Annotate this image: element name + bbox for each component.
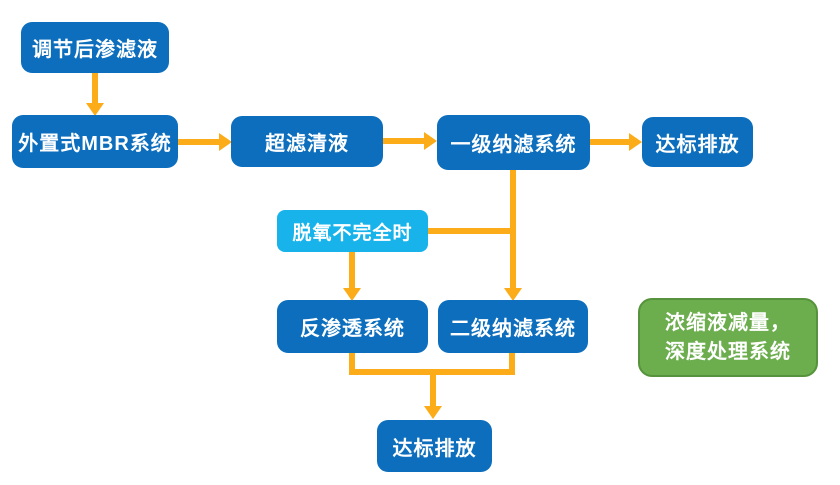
node-external-mbr-system: 外置式MBR系统	[12, 115, 178, 168]
node-label: 二级纳滤系统	[450, 318, 576, 340]
node-deoxygenation-incomplete-note: 脱氧不完全时	[277, 210, 428, 252]
node-label: 脱氧不完全时	[292, 222, 413, 244]
node-label-multiline: 浓缩液减量， 深度处理系统	[665, 309, 791, 367]
edge-merge-u	[349, 353, 515, 375]
node-label-line1: 浓缩液减量，	[665, 311, 791, 334]
node-nf-stage2-system: 二级纳滤系统	[438, 300, 588, 353]
arrowhead-right-icon	[219, 133, 232, 151]
node-discharge-bottom: 达标排放	[377, 420, 492, 472]
node-label: 达标排放	[392, 437, 477, 460]
node-label: 外置式MBR系统	[18, 133, 172, 155]
node-nf-stage1-system: 一级纳滤系统	[437, 115, 590, 170]
arrowhead-down-icon	[86, 103, 104, 116]
arrowhead-right-icon	[424, 132, 437, 150]
arrowhead-down-icon	[343, 288, 361, 301]
node-label: 一级纳滤系统	[450, 134, 577, 156]
arrowhead-down-icon	[504, 288, 522, 301]
node-concentrate-reduction-system: 浓缩液减量， 深度处理系统	[638, 298, 818, 377]
node-label: 达标排放	[655, 133, 740, 156]
node-label-line2: 深度处理系统	[665, 340, 791, 363]
node-adjusted-leachate: 调节后渗滤液	[21, 22, 169, 73]
arrowhead-down-icon	[424, 406, 442, 419]
node-discharge-top: 达标排放	[642, 117, 753, 167]
node-label: 超滤清液	[265, 133, 349, 155]
node-label: 调节后渗滤液	[32, 39, 158, 61]
node-uf-permeate: 超滤清液	[231, 116, 383, 167]
node-reverse-osmosis-system: 反渗透系统	[277, 300, 428, 353]
node-label: 反渗透系统	[300, 318, 405, 340]
arrowhead-right-icon	[629, 133, 642, 151]
